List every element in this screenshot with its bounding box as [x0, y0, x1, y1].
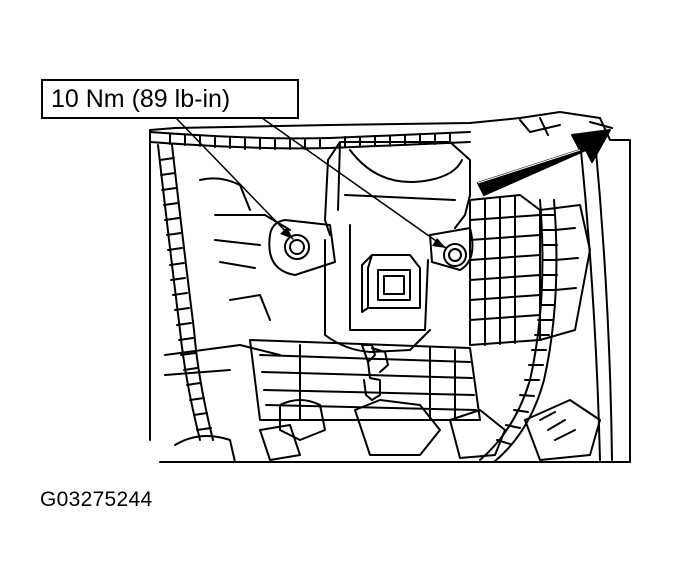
arrow-icon	[477, 129, 611, 196]
lower-ribbed-structure	[249, 339, 481, 421]
mounting-flange	[268, 219, 474, 276]
sensor-body	[324, 141, 471, 353]
torque-spec-text: 10 Nm (89 lb-in)	[51, 85, 231, 113]
sensor-connector	[361, 254, 421, 313]
wiring-harness-left	[157, 144, 214, 441]
bolt-icon	[284, 234, 467, 267]
figure-id: G03275244	[40, 488, 153, 511]
sensor-probe	[361, 344, 389, 401]
callout-leaders	[175, 117, 447, 249]
engine-bay-outline	[149, 111, 631, 463]
torque-callout: 10 Nm (89 lb-in)	[41, 79, 299, 119]
ribbed-block	[469, 194, 591, 346]
lower-components	[174, 139, 613, 463]
leader-arrowheads	[280, 227, 446, 248]
wiring-harness-top	[149, 131, 471, 150]
